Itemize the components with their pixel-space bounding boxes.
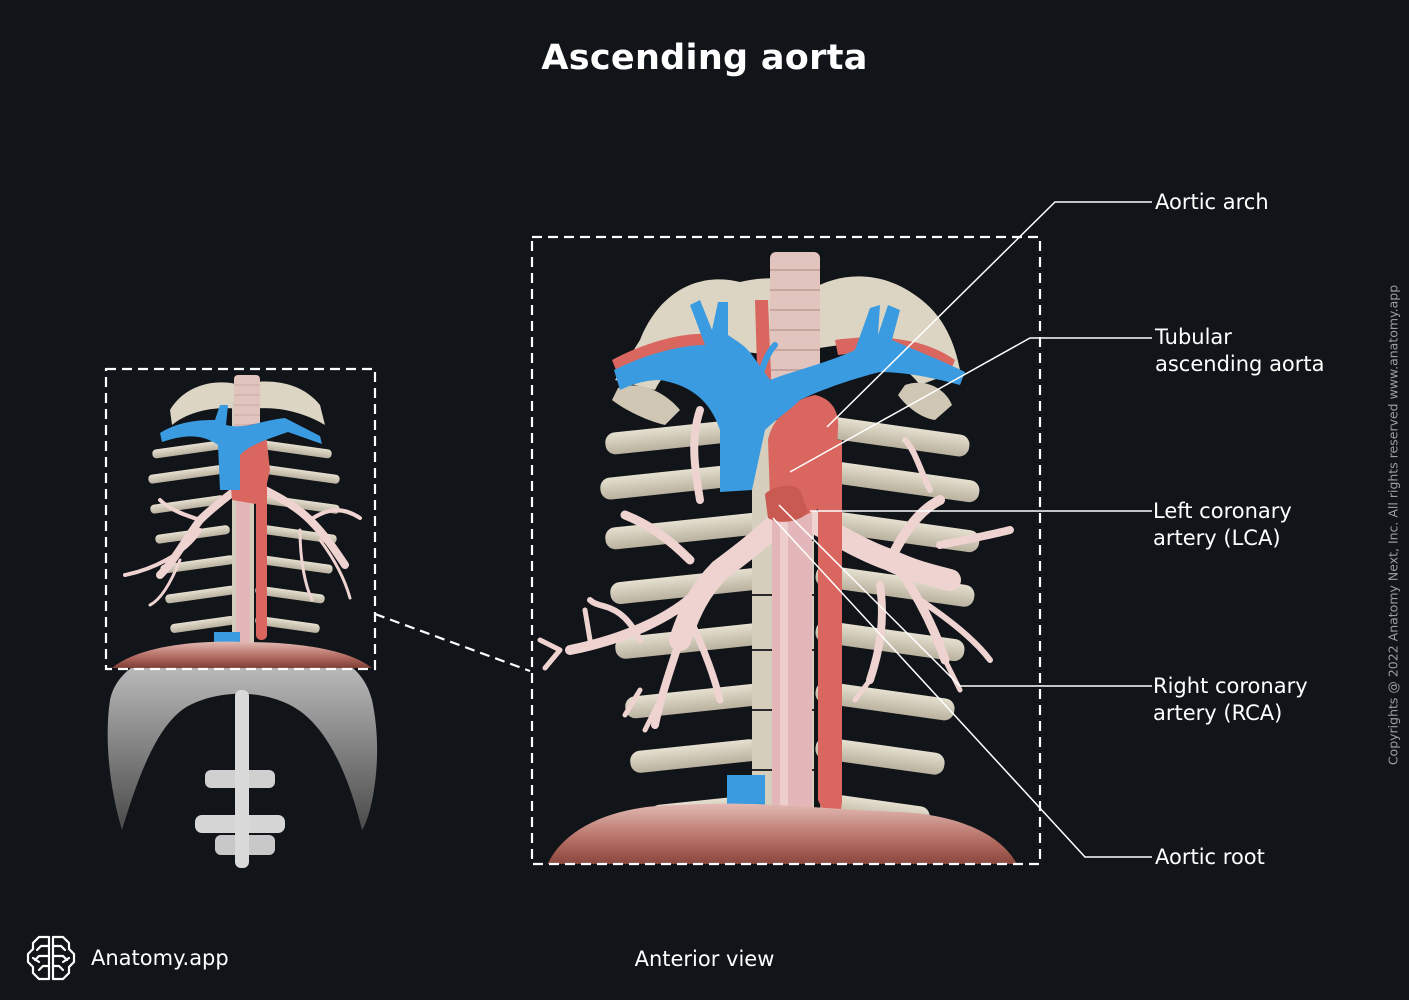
leader-tubular-ascending-aorta [789, 337, 1152, 473]
view-caption: Anterior view [634, 947, 775, 971]
label-tubular-ascending-aorta: Tubular ascending aorta [1155, 325, 1325, 376]
leader-right-coronary-artery [778, 504, 1152, 687]
brain-icon [26, 935, 76, 981]
thumbnail-overview [107, 375, 378, 868]
diaphragm-muscle [107, 643, 378, 830]
label-right-coronary-artery: Right coronary artery (RCA) [1153, 674, 1308, 725]
page-title: Ascending aorta [541, 38, 868, 78]
label-aortic-arch: Aortic arch [1155, 190, 1269, 214]
leader-aortic-root [772, 517, 1152, 858]
brachiocephalic-veins-shape [614, 300, 965, 492]
label-aortic-root: Aortic root [1155, 845, 1265, 869]
leader-aortic-arch [826, 201, 1152, 428]
diaphragm-shape [547, 803, 1017, 864]
label-left-coronary-artery: Left coronary artery (LCA) [1153, 499, 1292, 550]
brand-name: Anatomy.app [91, 946, 229, 970]
zoom-region-box [104, 367, 377, 671]
detail-view [537, 252, 1017, 864]
leader-lines [772, 201, 1152, 858]
copyright-notice: Copyrights @ 2022 Anatomy Next, Inc. All… [1385, 284, 1401, 766]
detail-region-box [530, 235, 1042, 866]
zoom-connector-line [374, 612, 531, 673]
